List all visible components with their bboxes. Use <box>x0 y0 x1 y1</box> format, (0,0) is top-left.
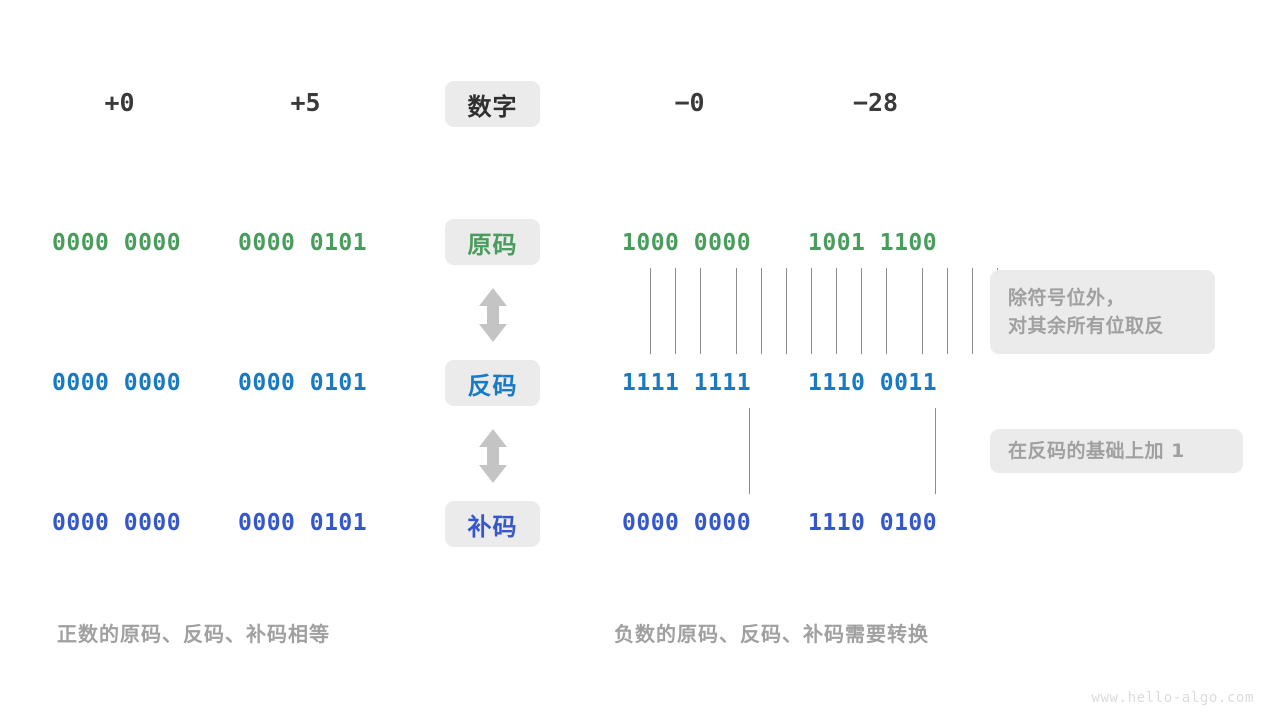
header-value-minus-twentyeight: −28 <box>852 88 899 117</box>
connector-line-bitflip <box>947 268 948 354</box>
connector-line-bitflip <box>650 268 651 354</box>
annotation-invert-bits-line2: 对其余所有位取反 <box>1008 315 1165 337</box>
connector-line-bitflip <box>700 268 701 354</box>
connector-line-bitflip <box>811 268 812 354</box>
up-down-arrow-icon-ones-to-twos <box>476 428 510 484</box>
pill-original-code: 原码 <box>445 219 540 265</box>
row-original-value-plus-five: 0000 0101 <box>238 230 368 256</box>
pill-number-header: 数字 <box>445 81 540 127</box>
row-ones-value-minus-zero: 1111 1111 <box>622 370 752 396</box>
pill-ones-complement: 反码 <box>445 360 540 406</box>
row-original-value-minus-zero: 1000 0000 <box>622 230 752 256</box>
row-original-value-plus-zero: 0000 0000 <box>52 230 182 256</box>
annotation-add-one: 在反码的基础上加 1 <box>990 429 1243 473</box>
row-ones-value-plus-five: 0000 0101 <box>238 370 368 396</box>
up-down-arrow-icon-original-to-ones <box>476 287 510 343</box>
caption-positive: 正数的原码、反码、补码相等 <box>57 622 330 646</box>
connector-line-bitflip <box>861 268 862 354</box>
connector-line-addone <box>935 408 936 494</box>
row-ones-value-plus-zero: 0000 0000 <box>52 370 182 396</box>
caption-negative: 负数的原码、反码、补码需要转换 <box>614 622 929 646</box>
annotation-invert-bits-line1: 除符号位外， <box>1008 286 1126 309</box>
header-value-plus-five: +5 <box>290 88 321 117</box>
connector-line-bitflip <box>675 268 676 354</box>
connector-line-bitflip <box>972 268 973 354</box>
connector-line-bitflip <box>761 268 762 354</box>
row-twos-value-minus-zero: 0000 0000 <box>622 510 752 536</box>
annotation-add-one-line1: 在反码的基础上加 1 <box>1008 439 1185 462</box>
connector-line-addone <box>749 408 750 494</box>
header-value-plus-zero: +0 <box>104 88 135 117</box>
connector-line-bitflip <box>886 268 887 354</box>
row-twos-value-plus-five: 0000 0101 <box>238 510 368 536</box>
row-twos-value-minus-twentyeight: 1110 0100 <box>808 510 938 536</box>
connector-line-bitflip <box>736 268 737 354</box>
row-twos-value-plus-zero: 0000 0000 <box>52 510 182 536</box>
pill-twos-complement: 补码 <box>445 501 540 547</box>
header-value-minus-zero: −0 <box>674 88 705 117</box>
annotation-invert-bits: 除符号位外， 对其余所有位取反 <box>990 270 1215 354</box>
connector-line-bitflip <box>922 268 923 354</box>
connector-line-bitflip <box>786 268 787 354</box>
row-ones-value-minus-twentyeight: 1110 0011 <box>808 370 938 396</box>
connector-line-bitflip <box>836 268 837 354</box>
watermark: www.hello-algo.com <box>1091 690 1254 706</box>
row-original-value-minus-twentyeight: 1001 1100 <box>808 230 938 256</box>
